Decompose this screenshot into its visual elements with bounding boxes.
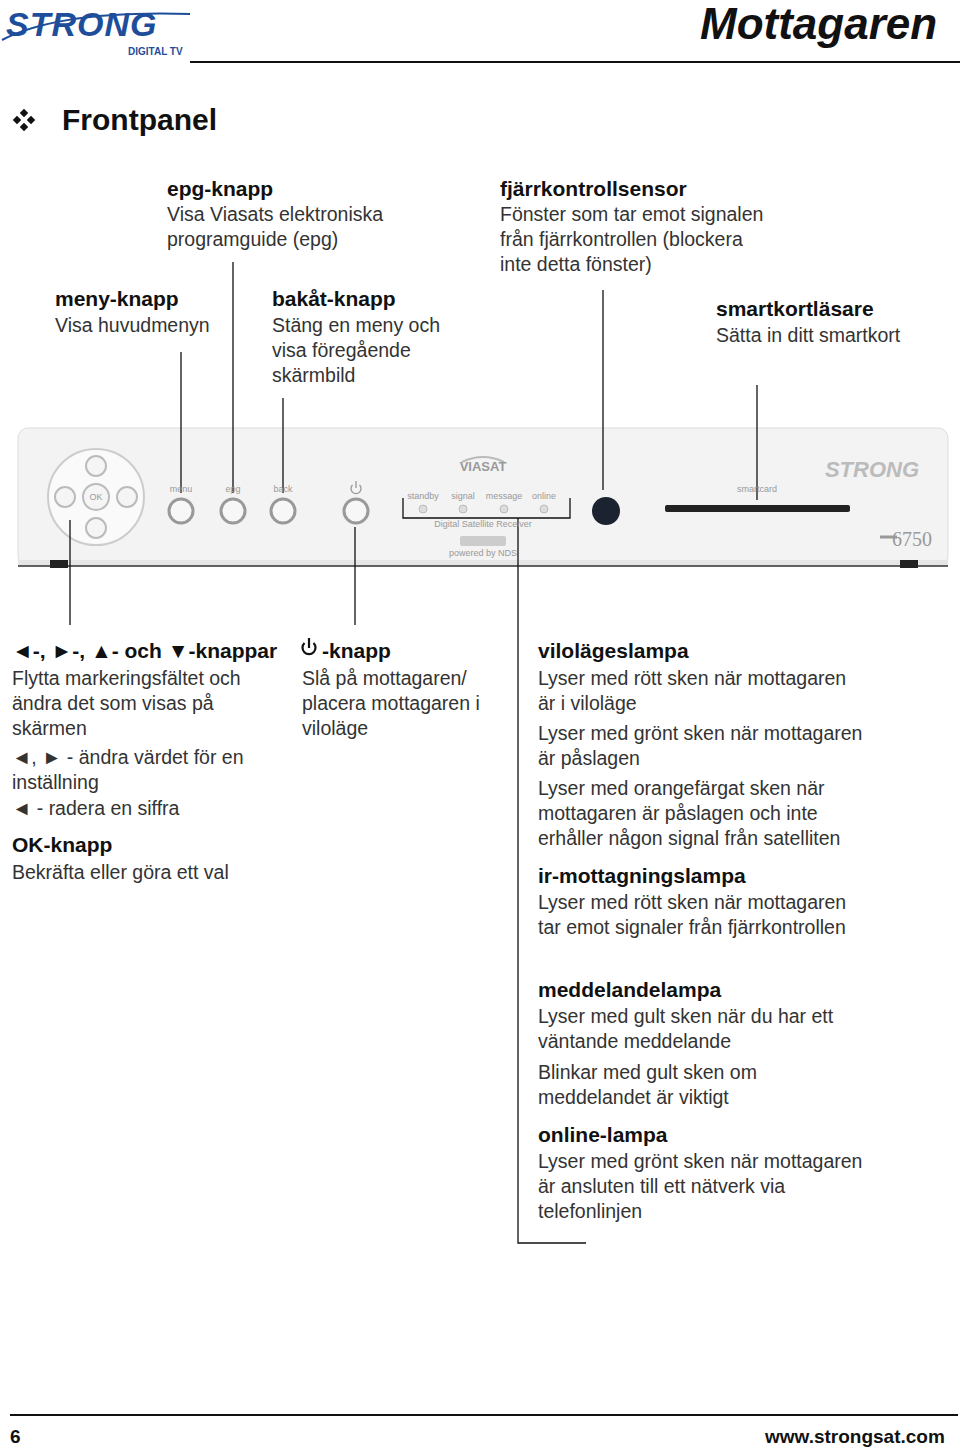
panel-label: online xyxy=(532,491,556,502)
callout-heading: epg-knapp xyxy=(167,176,273,201)
callout-heading: bakåt-knapp xyxy=(272,286,396,311)
panel-label: message xyxy=(486,491,523,502)
callout-text: Visa Viasats elektroniska programguide (… xyxy=(167,202,417,252)
callout-text: Blinkar med gult sken om meddelandet är … xyxy=(538,1060,868,1110)
page-heading: Frontpanel xyxy=(62,102,217,138)
panel-label: OK xyxy=(89,492,102,503)
callout-text: Stäng en meny och visa föregående skärmb… xyxy=(272,313,472,388)
callout-text: Flytta markeringsfältet och ändra det so… xyxy=(12,666,282,741)
callout-text: Lyser med orangefärgat sken när mottagar… xyxy=(538,776,868,851)
callout-heading: -knapp xyxy=(322,638,391,663)
panel-label: standby xyxy=(407,491,439,502)
callout-heading: meny-knapp xyxy=(55,286,179,311)
callout-text: Visa huvudmenyn xyxy=(55,313,235,338)
callout-text: ◄ - radera en siffra xyxy=(12,796,282,821)
page-number: 6 xyxy=(10,1425,21,1449)
callout-heading: ir-mottagningslampa xyxy=(538,863,746,888)
model-number: 6750 xyxy=(892,528,932,550)
callout-text: Sätta in ditt smartkort xyxy=(716,323,906,348)
callout-text: Lyser med grönt sken när mottagaren är a… xyxy=(538,1149,868,1224)
panel-label: smartcard xyxy=(737,484,777,495)
panel-label: epg xyxy=(225,484,240,495)
callout-text: Bekräfta eller göra ett val xyxy=(12,860,282,885)
callout-text: ◄, ► - ändra värdet för en inställning xyxy=(12,745,282,795)
callout-heading: fjärrkontrollsensor xyxy=(500,176,687,201)
callout-text: Fönster som tar emot signalen från fjärr… xyxy=(500,202,770,277)
callout-heading: online-lampa xyxy=(538,1122,668,1147)
panel-label: powered by NDS xyxy=(449,548,517,559)
callout-heading: smartkortläsare xyxy=(716,296,874,321)
callout-heading: meddelandelampa xyxy=(538,977,721,1002)
panel-logo: STRONG xyxy=(825,458,919,482)
panel-label: menu xyxy=(170,484,193,495)
callout-text: Lyser med rött sken när mottagaren tar e… xyxy=(538,890,868,940)
panel-label: Digital Satellite Receiver xyxy=(434,519,532,530)
callout-text: Slå på mottagaren/ placera mottagaren i … xyxy=(302,666,502,741)
panel-logo: VIASAT xyxy=(460,459,507,474)
brand-logo: STRONG xyxy=(6,6,157,42)
callout-heading: vilolägeslampa xyxy=(538,638,689,663)
callout-text: Lyser med grönt sken när mottagaren är p… xyxy=(538,721,868,771)
panel-label: signal xyxy=(451,491,475,502)
brand-subtitle: DIGITAL TV xyxy=(128,46,183,58)
callout-heading: OK-knapp xyxy=(12,832,112,857)
website-url: www.strongsat.com xyxy=(765,1425,945,1449)
panel-label: back xyxy=(273,484,292,495)
chapter-heading: Mottagaren xyxy=(700,0,937,48)
callout-text: Lyser med rött sken när mottagaren är i … xyxy=(538,666,868,716)
callout-text: Lyser med gult sken när du har ett vänta… xyxy=(538,1004,868,1054)
callout-heading: ◄-, ►-, ▲- och ▼-knappar xyxy=(12,638,277,663)
